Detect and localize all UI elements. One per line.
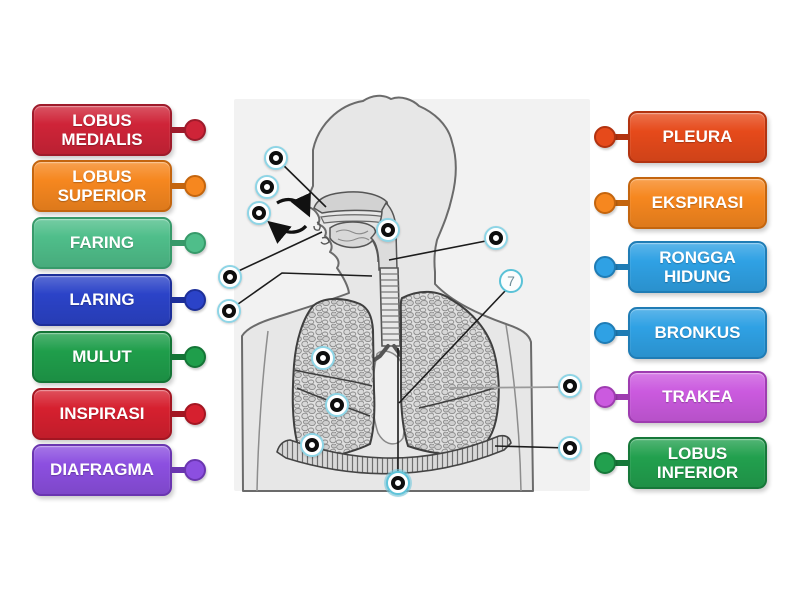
answer-lobus-inferior[interactable]: LOBUS INFERIOR (594, 437, 767, 489)
connector-stub (610, 264, 630, 270)
connector-dot (594, 126, 616, 148)
question-number: 7 (507, 273, 515, 289)
answer-inspirasi[interactable]: INSPIRASI (32, 388, 206, 440)
answer-pleura[interactable]: PLEURA (594, 111, 767, 163)
target-ring-icon (563, 441, 577, 455)
target-ring-icon (391, 476, 405, 490)
connector-stub (610, 330, 630, 336)
connector-dot (184, 459, 206, 481)
answer-lobus-superior[interactable]: LOBUS SUPERIOR (32, 160, 206, 212)
answer-label-text: TRAKEA (628, 371, 767, 423)
target-ring-icon (252, 206, 266, 220)
answer-label-text: LOBUS SUPERIOR (32, 160, 172, 212)
answer-label-text: MULUT (32, 331, 172, 383)
answer-laring[interactable]: LARING (32, 274, 206, 326)
answer-label-text: RONGGA HIDUNG (628, 241, 767, 293)
answer-label-text: PLEURA (628, 111, 767, 163)
connector-stub (170, 354, 190, 360)
answer-label-text: EKSPIRASI (628, 177, 767, 229)
connector-dot (184, 175, 206, 197)
drop-target-exhale-arrow[interactable] (247, 201, 271, 225)
connector-stub (610, 200, 630, 206)
target-ring-icon (260, 180, 274, 194)
connector-dot (184, 403, 206, 425)
answer-label-text: BRONKUS (628, 307, 767, 359)
answer-label-text: INSPIRASI (32, 388, 172, 440)
target-ring-icon (316, 351, 330, 365)
question-number-badge: 7 (499, 269, 523, 293)
drop-target-middle-lobe[interactable] (325, 393, 349, 417)
answer-lobus-medialis[interactable]: LOBUS MEDIALIS (32, 104, 206, 156)
connector-stub (610, 394, 630, 400)
target-ring-icon (330, 398, 344, 412)
connector-stub (170, 297, 190, 303)
connector-stub (170, 467, 190, 473)
answer-label-text: LOBUS INFERIOR (628, 437, 767, 489)
connector-dot (594, 452, 616, 474)
drop-target-trachea[interactable] (217, 299, 241, 323)
connector-stub (610, 460, 630, 466)
answer-ekspirasi[interactable]: EKSPIRASI (594, 177, 767, 229)
connector-stub (170, 183, 190, 189)
answer-label-text: LARING (32, 274, 172, 326)
drop-target-pharynx[interactable] (376, 218, 400, 242)
connector-stub (610, 134, 630, 140)
connector-stub (170, 240, 190, 246)
target-ring-icon (269, 151, 283, 165)
connector-dot (184, 232, 206, 254)
answer-trakea[interactable]: TRAKEA (594, 371, 767, 423)
answer-bronkus[interactable]: BRONKUS (594, 307, 767, 359)
target-ring-icon (381, 223, 395, 237)
drop-target-nasal-cavity[interactable] (264, 146, 288, 170)
answer-label-text: FARING (32, 217, 172, 269)
target-ring-icon (222, 304, 236, 318)
answer-mulut[interactable]: MULUT (32, 331, 206, 383)
connector-stub (170, 127, 190, 133)
answer-faring[interactable]: FARING (32, 217, 206, 269)
answer-rongga-hidung[interactable]: RONGGA HIDUNG (594, 241, 767, 293)
connector-dot (184, 119, 206, 141)
drop-target-larynx[interactable] (484, 226, 508, 250)
drop-target-inhale-arrow[interactable] (255, 175, 279, 199)
connector-dot (594, 386, 616, 408)
connector-dot (594, 256, 616, 278)
drop-target-bronchus[interactable] (386, 471, 410, 495)
target-ring-icon (223, 270, 237, 284)
connector-dot (184, 346, 206, 368)
target-ring-icon (489, 231, 503, 245)
target-ring-icon (563, 379, 577, 393)
connector-stub (170, 411, 190, 417)
target-ring-icon (305, 438, 319, 452)
drop-target-right-lung-lower[interactable] (558, 436, 582, 460)
answer-label-text: DIAFRAGMA (32, 444, 172, 496)
answer-label-text: LOBUS MEDIALIS (32, 104, 172, 156)
drop-target-lower-lobe[interactable] (300, 433, 324, 457)
connector-dot (594, 192, 616, 214)
answer-diafragma[interactable]: DIAFRAGMA (32, 444, 206, 496)
drop-target-mouth[interactable] (218, 265, 242, 289)
drop-target-right-lung[interactable] (558, 374, 582, 398)
connector-dot (594, 322, 616, 344)
connector-dot (184, 289, 206, 311)
drop-target-upper-lobe[interactable] (311, 346, 335, 370)
